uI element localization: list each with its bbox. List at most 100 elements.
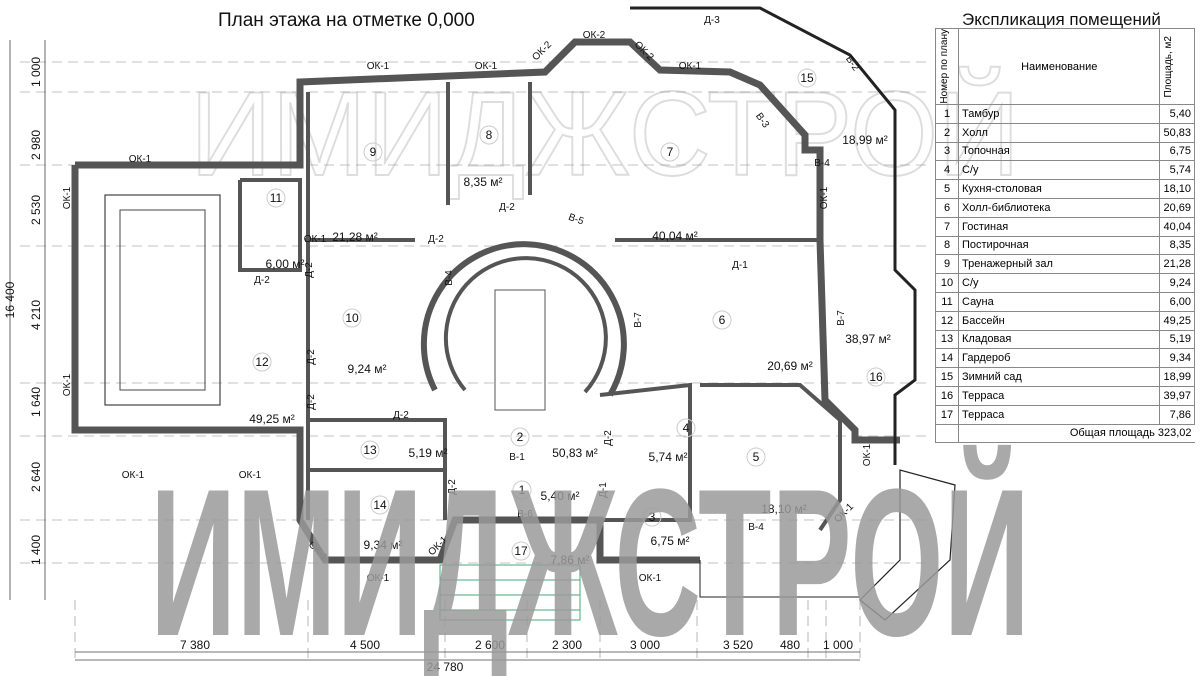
dimension-bottom: 480 [780, 638, 800, 652]
room-number: 1 [519, 483, 526, 497]
room-number: 4 [683, 421, 690, 435]
room-number-marker [512, 480, 532, 500]
opening-label: ОК-1 [475, 61, 498, 72]
opening-label: ОК-1 [129, 154, 152, 165]
room-area: 50,83 м² [552, 446, 598, 460]
room-number-marker [660, 142, 680, 162]
header-name: Наименование [957, 28, 1161, 105]
room-number: 9 [370, 145, 377, 159]
row-number: 15 [935, 367, 959, 387]
row-name: С/у [957, 160, 1161, 181]
room-number: 3 [649, 510, 656, 524]
opening-label: ОК-2 [583, 30, 606, 41]
row-name: Терраса [957, 385, 1161, 406]
header-area: Площадь, м2 [1159, 28, 1195, 105]
row-area: 40,04 [1159, 216, 1195, 237]
row-area: 5,19 [1159, 329, 1195, 350]
room-number-marker [510, 427, 530, 447]
dimension-left: 2 530 [29, 195, 43, 225]
dimension-left: 1 400 [29, 535, 43, 565]
row-area: 20,69 [1159, 197, 1195, 218]
opening-label: Д-2 [499, 202, 515, 213]
opening-label: Д-2 [393, 410, 409, 421]
room-area: 8,35 м² [464, 175, 503, 189]
room-number-marker [511, 541, 531, 561]
opening-label: В-5 [567, 212, 586, 228]
row-number: 1 [935, 104, 959, 124]
room-area: 7,86 м² [551, 553, 590, 567]
opening-label: В-4 [748, 522, 764, 533]
opening-label: Д-2 [306, 394, 317, 410]
room-number: 2 [517, 430, 524, 444]
explication-table: Номер по плану Наименование Площадь, м2 … [935, 28, 1195, 444]
dimension-left-total: 16 400 [3, 281, 17, 318]
room-area: 9,24 м² [348, 362, 387, 376]
opening-label: ОК-1 [62, 186, 73, 209]
row-number: 9 [935, 254, 959, 275]
dimension-bottom: 7 380 [180, 638, 210, 652]
opening-label: ОК-1 [367, 573, 390, 584]
row-number: 16 [935, 385, 959, 406]
dimension-left: 1 640 [29, 387, 43, 417]
exterior-walls [71, 6, 917, 598]
opening-label: В-7 [633, 312, 644, 328]
opening-label: Д-2 [447, 479, 458, 495]
dimension-bottom: 2 300 [552, 638, 582, 652]
room-number: 17 [514, 544, 528, 558]
row-area: 9,34 [1159, 348, 1195, 369]
opening-label: ОК-1 [862, 443, 873, 466]
room-number-marker [866, 367, 886, 387]
opening-label: В-4 [444, 270, 455, 286]
row-area: 6,75 [1159, 141, 1195, 162]
row-number: 8 [935, 235, 959, 256]
dimension-left: 2 640 [29, 462, 43, 492]
row-number: 12 [935, 310, 959, 331]
opening-label: ОК-1 [122, 470, 145, 481]
opening-label: В-6 [517, 509, 533, 520]
room-number: 12 [255, 355, 269, 369]
row-name: Холл-библиотека [957, 197, 1161, 218]
room-area: 40,04 м² [652, 229, 698, 243]
row-number: 4 [935, 160, 959, 181]
room-number: 11 [270, 191, 283, 205]
room-number-marker [797, 68, 817, 88]
watermark-outline: ИМИДЖСТРОЙ [190, 66, 1020, 201]
opening-label: В-7 [836, 310, 847, 326]
opening-label: ОК-1 [679, 61, 702, 72]
room-area: 5,19 м² [409, 446, 448, 460]
row-number: 6 [935, 197, 959, 218]
dimension-left: 4 210 [29, 300, 43, 330]
room-area: 18,99 м² [842, 133, 888, 147]
watermark: ИМИДЖСТРОЙ [150, 445, 1030, 676]
room-number-marker [252, 352, 272, 372]
explication-title: Экспликация помещений [962, 10, 1161, 29]
entrance-stairs [439, 469, 956, 621]
opening-label: Д-2 [254, 275, 270, 286]
row-number: 13 [935, 329, 959, 350]
opening-label: В-4 [814, 158, 830, 169]
dimension-bottom-total: 24 780 [427, 660, 464, 674]
row-number: 2 [935, 122, 959, 143]
room-number: 10 [345, 311, 359, 325]
room-area: 49,25 м² [249, 412, 295, 426]
room-number-marker [712, 310, 732, 330]
opening-label: Д-2 [306, 349, 317, 365]
row-area: 39,97 [1159, 385, 1195, 406]
row-name: Гардероб [957, 348, 1161, 369]
opening-label: Д-2 [428, 234, 444, 245]
row-name: Холл [957, 122, 1161, 143]
room-number: 7 [667, 145, 674, 159]
